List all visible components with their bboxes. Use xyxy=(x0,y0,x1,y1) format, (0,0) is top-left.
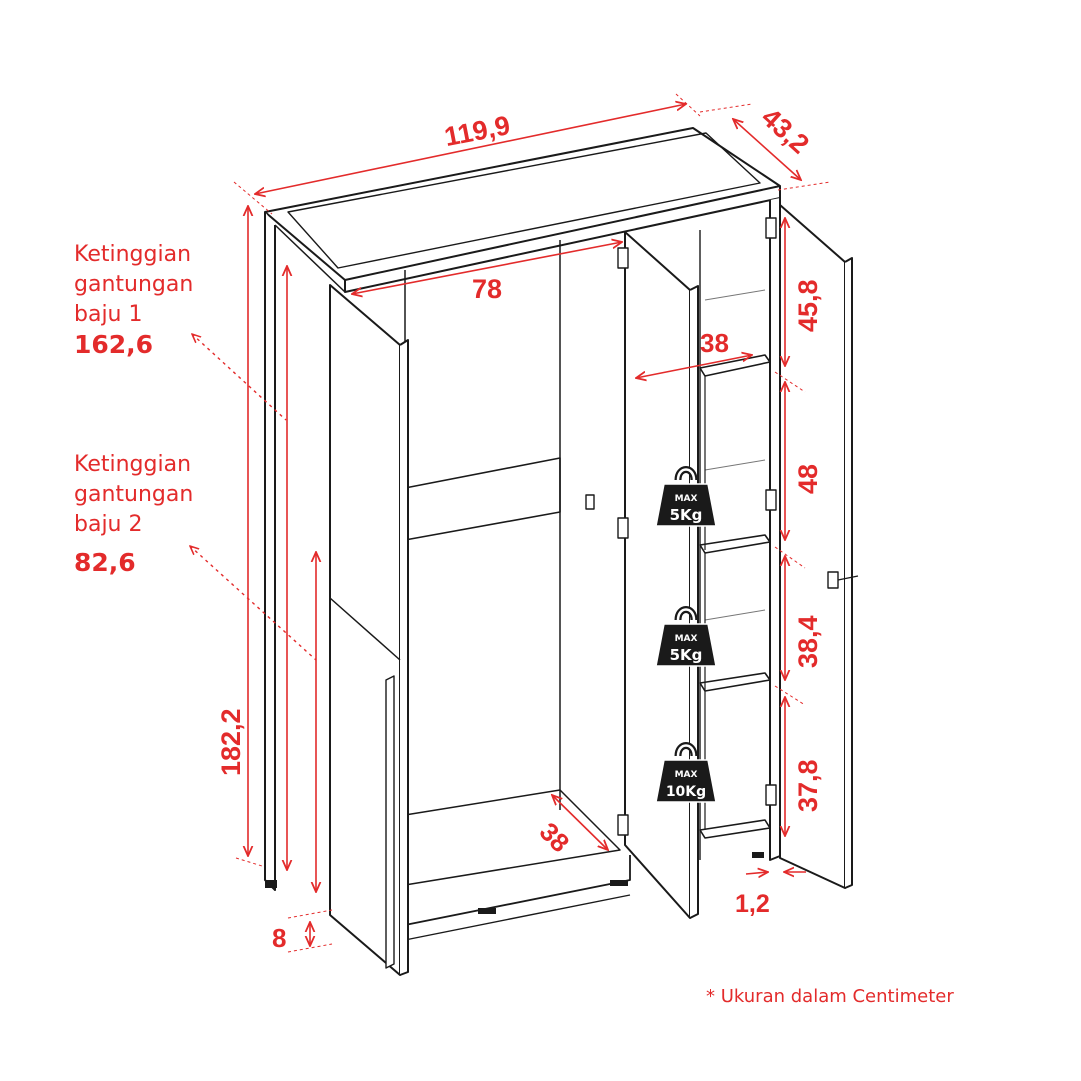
weight-icon xyxy=(655,759,717,803)
svg-text:5Kg: 5Kg xyxy=(670,506,703,524)
dim-shelf-4: 37,8 xyxy=(793,759,823,812)
dim-overall-width: 119,9 xyxy=(442,110,513,152)
dim-inner-width: 78 xyxy=(472,274,502,304)
weight-badge-2: MAX 5Kg xyxy=(655,606,717,667)
hanging-1-line-3: baju 1 xyxy=(74,302,143,327)
hanging-2-line-1: Ketinggian xyxy=(74,452,192,477)
dim-shelf-depth: 38 xyxy=(700,328,729,358)
dim-plinth: 8 xyxy=(272,923,286,953)
hanging-1-value: 162,6 xyxy=(74,330,154,359)
left-door xyxy=(329,284,409,976)
dim-shelf-3: 38,4 xyxy=(793,615,823,668)
dim-shelf-2: 48 xyxy=(793,464,823,494)
svg-text:MAX: MAX xyxy=(675,770,698,780)
wardrobe-feet xyxy=(265,852,764,914)
hanging-2-label: Ketinggian gantungan baju 2 82,6 xyxy=(74,450,193,577)
weight-badge-3: MAX 10Kg xyxy=(655,742,717,803)
dimension-lines xyxy=(190,93,831,953)
weight-icon xyxy=(655,483,717,527)
weight-badge-1: MAX 5Kg xyxy=(655,466,717,527)
svg-text:5Kg: 5Kg xyxy=(670,646,703,664)
weight-icon xyxy=(655,623,717,667)
svg-text:MAX: MAX xyxy=(675,634,698,644)
hanging-2-line-3: baju 2 xyxy=(74,512,143,537)
hanging-2-value: 82,6 xyxy=(74,548,136,577)
hanging-1-line-1: Ketinggian xyxy=(74,242,192,267)
hanging-1-line-2: gantungan xyxy=(74,272,194,297)
right-door xyxy=(765,204,859,889)
dim-side-gap: 1,2 xyxy=(735,890,770,918)
unit-note: * Ukuran dalam Centimeter xyxy=(706,986,954,1007)
middle-door xyxy=(585,231,699,919)
svg-text:10Kg: 10Kg xyxy=(666,784,706,800)
dim-bottom-depth: 38 xyxy=(534,816,576,858)
dim-shelf-1: 45,8 xyxy=(793,279,823,332)
dim-height: 182,2 xyxy=(216,708,246,776)
dim-depth: 43,2 xyxy=(756,102,815,159)
hanging-2-line-2: gantungan xyxy=(74,482,194,507)
hanging-1-label: Ketinggian gantungan baju 1 162,6 xyxy=(74,240,193,359)
svg-text:MAX: MAX xyxy=(675,494,698,504)
